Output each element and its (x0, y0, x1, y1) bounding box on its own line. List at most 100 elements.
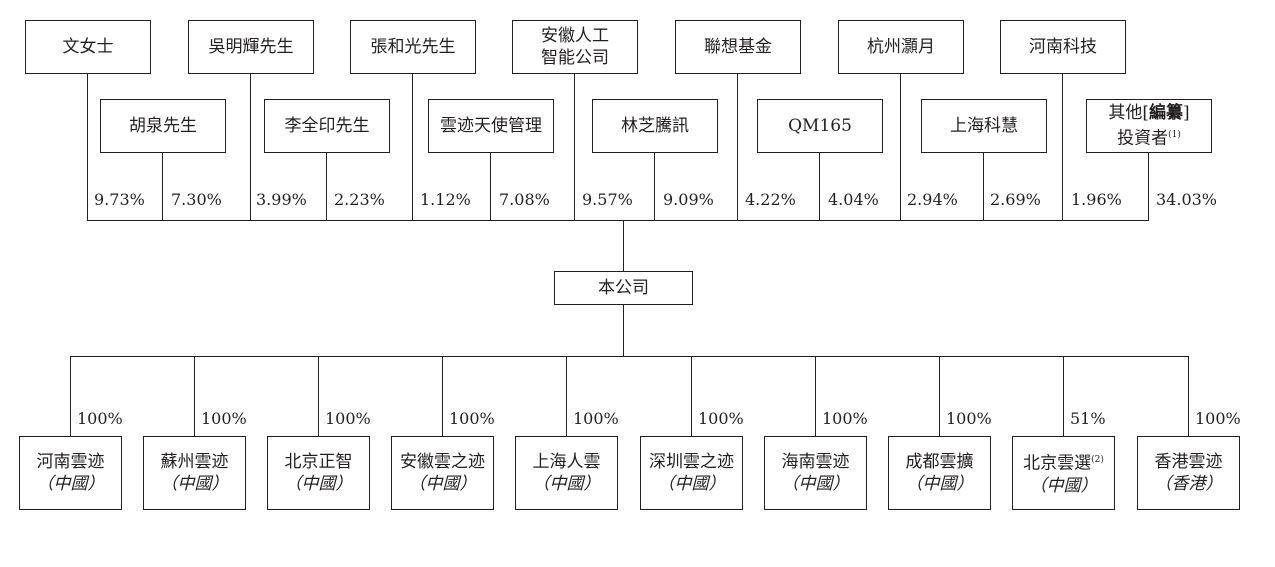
subsidiary-region-text: （中國） (36, 474, 105, 494)
subsidiary-name: 河南雲迹 (37, 451, 105, 473)
shareholder-box-top-3: 安徽人工智能公司 (512, 20, 638, 74)
subsidiary-name-text: 深圳雲之迹 (649, 452, 734, 472)
ownership-stake-label: 100% (325, 409, 371, 428)
subsidiary-region-text: （中國） (408, 474, 477, 494)
subsidiary-name-text: 海南雲迹 (781, 452, 850, 472)
connector-bottom-3 (654, 153, 655, 220)
connector-bottom-0 (162, 153, 163, 220)
subsidiary-name-text: 河南雲迹 (36, 452, 105, 472)
shareholder-name-text: 雲迹天使管理 (440, 116, 542, 136)
ownership-stake-label: 100% (1195, 409, 1241, 428)
connector-top-4 (737, 74, 738, 220)
subsidiary-name-text: 安徽雲之迹 (400, 452, 485, 472)
footnote-marker: (1) (1168, 130, 1181, 141)
subsidiary-region-text: （中國） (532, 474, 601, 494)
shareholder-name-text: 吳明輝先生 (208, 37, 294, 57)
ownership-stake-label: 100% (201, 409, 247, 428)
connector-company-to-subsidiaries (623, 305, 624, 356)
shareholding-percent-label: 2.69% (990, 190, 1041, 209)
subsidiary-box-1: 蘇州雲迹（中國） (143, 436, 246, 510)
shareholder-name-text: 河南科技 (1029, 37, 1097, 57)
connector-subsidiary-1 (194, 356, 195, 436)
connector-top-3 (574, 74, 575, 220)
shareholder-box-bottom-1: 李全印先生 (264, 99, 390, 153)
shareholder-box-bottom-0: 胡泉先生 (100, 99, 226, 153)
shareholder-name: 雲迹天使管理 (440, 115, 542, 137)
company-name: 本公司 (598, 278, 649, 298)
shareholder-name: 上海科慧 (950, 115, 1018, 137)
shareholder-name: 其他[編纂] (1108, 102, 1189, 124)
shareholder-box-bottom-6: 其他[編纂] 投資者(1) (1086, 99, 1212, 153)
shareholder-name-text: 杭州灝月 (867, 37, 935, 57)
shareholder-name-text: 林芝騰訊 (621, 116, 689, 136)
shareholder-box-top-6: 河南科技 (1000, 20, 1126, 74)
shareholding-percent-label: 34.03% (1156, 190, 1218, 209)
shareholding-percent-label: 4.04% (828, 190, 879, 209)
shareholder-name: 安徽人工 (541, 25, 609, 47)
connector-subsidiary-7 (939, 356, 940, 436)
subsidiary-box-0: 河南雲迹（中國） (19, 436, 122, 510)
subsidiary-name: 北京雲選(2) (1023, 449, 1104, 475)
subsidiary-region: （中國） (533, 473, 601, 495)
subsidiary-region-text: （中國） (657, 474, 726, 494)
connector-top-1 (250, 74, 251, 220)
shareholder-name: 杭州灝月 (867, 36, 935, 58)
shareholder-name-text: 胡泉先生 (129, 116, 197, 136)
subsidiary-region-text: （中國） (1029, 475, 1098, 496)
subsidiary-name-text: 北京雲選 (1023, 453, 1092, 474)
connector-top-6 (1062, 74, 1063, 220)
shareholding-percent-label: 3.99% (256, 190, 307, 209)
shareholder-bus-line (87, 220, 1149, 221)
subsidiary-name: 北京正智 (285, 451, 353, 473)
subsidiary-region: （香港） (1155, 473, 1223, 495)
connector-subsidiary-5 (691, 356, 692, 436)
shareholder-name-text: 安徽人工 (541, 26, 609, 46)
connector-subsidiary-3 (442, 356, 443, 436)
shareholder-name-text-2: 投資者 (1117, 128, 1169, 149)
connector-subsidiary-6 (815, 356, 816, 436)
shareholder-name-text: 聯想基金 (704, 37, 772, 57)
connector-bottom-2 (490, 153, 491, 220)
subsidiary-bus-line (70, 356, 1189, 357)
connector-subsidiary-4 (566, 356, 567, 436)
shareholder-name: QM165 (788, 115, 852, 137)
subsidiary-region-text: （中國） (905, 474, 974, 494)
connector-bottom-1 (326, 153, 327, 220)
shareholder-name-text: QM165 (788, 116, 852, 136)
redacted-label: 編纂 (1149, 103, 1183, 124)
shareholder-name: 張和光先生 (371, 36, 456, 58)
shareholding-percent-label: 4.22% (745, 190, 796, 209)
subsidiary-box-4: 上海人雲（中國） (515, 436, 618, 510)
subsidiary-region: （中國） (37, 473, 105, 495)
shareholder-name: 李全印先生 (285, 115, 370, 137)
subsidiary-box-2: 北京正智（中國） (267, 436, 370, 510)
subsidiary-region-text: （香港） (1154, 474, 1223, 494)
subsidiary-name-text: 北京正智 (284, 452, 353, 472)
shareholder-name: 吳明輝先生 (209, 36, 294, 58)
subsidiary-region-text: （中國） (160, 474, 229, 494)
bracket-open: [ (1142, 103, 1149, 124)
shareholding-percent-label: 9.57% (582, 190, 633, 209)
shareholder-name-text: 李全印先生 (284, 116, 370, 136)
shareholder-name-line2: 智能公司 (541, 47, 609, 69)
shareholder-name: 胡泉先生 (129, 115, 197, 137)
connector-bottom-6 (1148, 153, 1149, 220)
shareholder-name: 文女士 (63, 36, 114, 58)
shareholding-percent-label: 2.94% (907, 190, 958, 209)
shareholding-percent-label: 9.09% (663, 190, 714, 209)
shareholding-percent-label: 9.73% (94, 190, 145, 209)
shareholder-name: 林芝騰訊 (621, 115, 689, 137)
shareholder-box-bottom-3: 林芝騰訊 (592, 99, 718, 153)
subsidiary-name: 上海人雲 (533, 451, 601, 473)
subsidiary-name-text: 香港雲迹 (1154, 452, 1223, 472)
shareholding-percent-label: 1.12% (420, 190, 471, 209)
connector-bottom-5 (983, 153, 984, 220)
subsidiary-box-8: 北京雲選(2)（中國） (1012, 436, 1115, 510)
connector-to-company (623, 220, 624, 271)
shareholding-percent-label: 2.23% (334, 190, 385, 209)
subsidiary-box-3: 安徽雲之迹（中國） (391, 436, 494, 510)
shareholder-box-top-4: 聯想基金 (675, 20, 801, 74)
shareholder-box-top-0: 文女士 (25, 20, 151, 74)
connector-top-2 (412, 74, 413, 220)
